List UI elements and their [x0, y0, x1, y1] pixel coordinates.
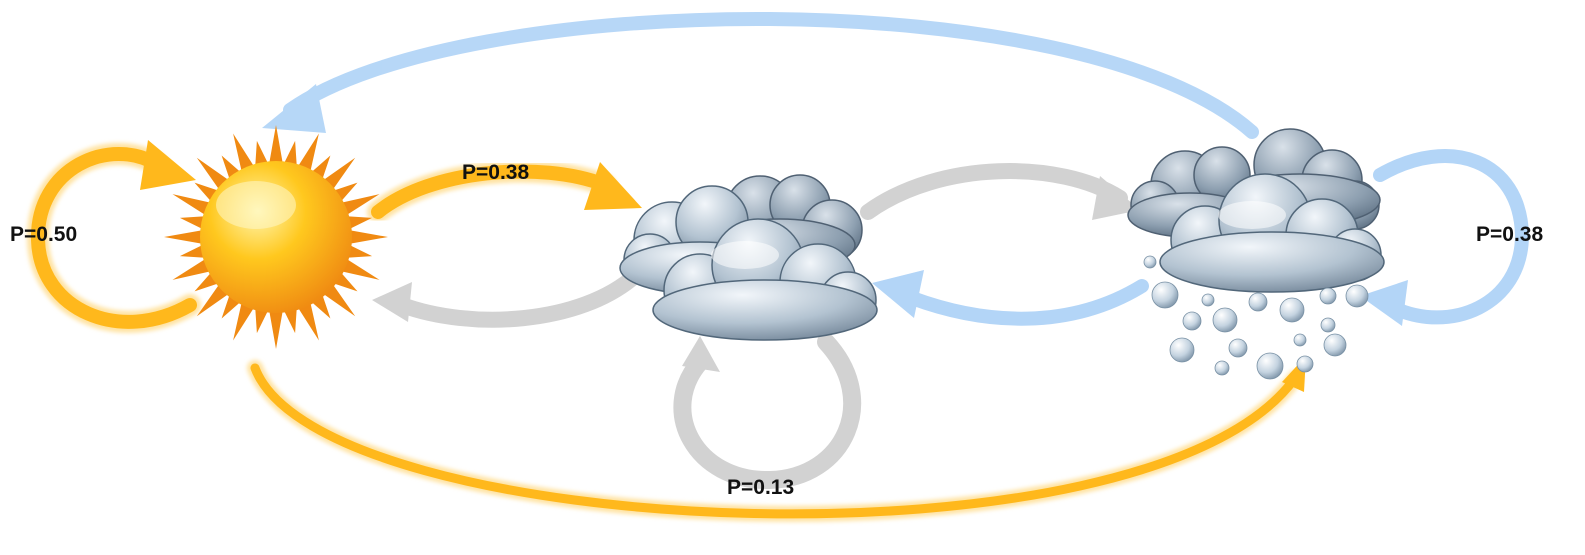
label-sunny-self: P=0.50 [10, 223, 77, 246]
raindrops [1143, 255, 1369, 380]
raindrop [1143, 255, 1157, 269]
label-rainy-self: P=0.38 [1476, 223, 1543, 246]
raindrop [1214, 360, 1230, 376]
raindrop [1293, 333, 1307, 347]
arrow-cloudy-to-rainy [860, 163, 1140, 220]
arrow-rainy-to-cloudy [872, 270, 1149, 326]
raindrop [1248, 292, 1268, 312]
raindrop [1319, 287, 1337, 305]
raindrop [1151, 281, 1179, 309]
raindrop [1212, 307, 1238, 333]
raindrop [1256, 352, 1284, 380]
raindrop [1182, 311, 1202, 331]
arrow-cloudy-to-sunny [372, 267, 644, 328]
cloud-icon [619, 174, 878, 341]
raindrop [1296, 355, 1314, 373]
raindrop [1323, 333, 1347, 357]
raindrop [1279, 297, 1305, 323]
raindrop [1201, 293, 1215, 307]
arrow-rainy-self [1360, 149, 1530, 326]
label-sunny-to-cloudy: P=0.38 [462, 161, 529, 184]
arrow-rainy-to-sunny [262, 11, 1259, 139]
raindrop [1345, 284, 1369, 308]
raindrop [1320, 317, 1336, 333]
raindrop [1169, 337, 1195, 363]
arrow-cloudy-self [673, 333, 862, 490]
rain-cloud-icon [1127, 128, 1385, 380]
arrow-sunny-to-cloudy [367, 160, 642, 223]
arrow-sunny-self [26, 140, 201, 333]
sun-icon [164, 125, 388, 349]
raindrop [1228, 338, 1248, 358]
label-cloudy-self: P=0.13 [727, 476, 794, 499]
